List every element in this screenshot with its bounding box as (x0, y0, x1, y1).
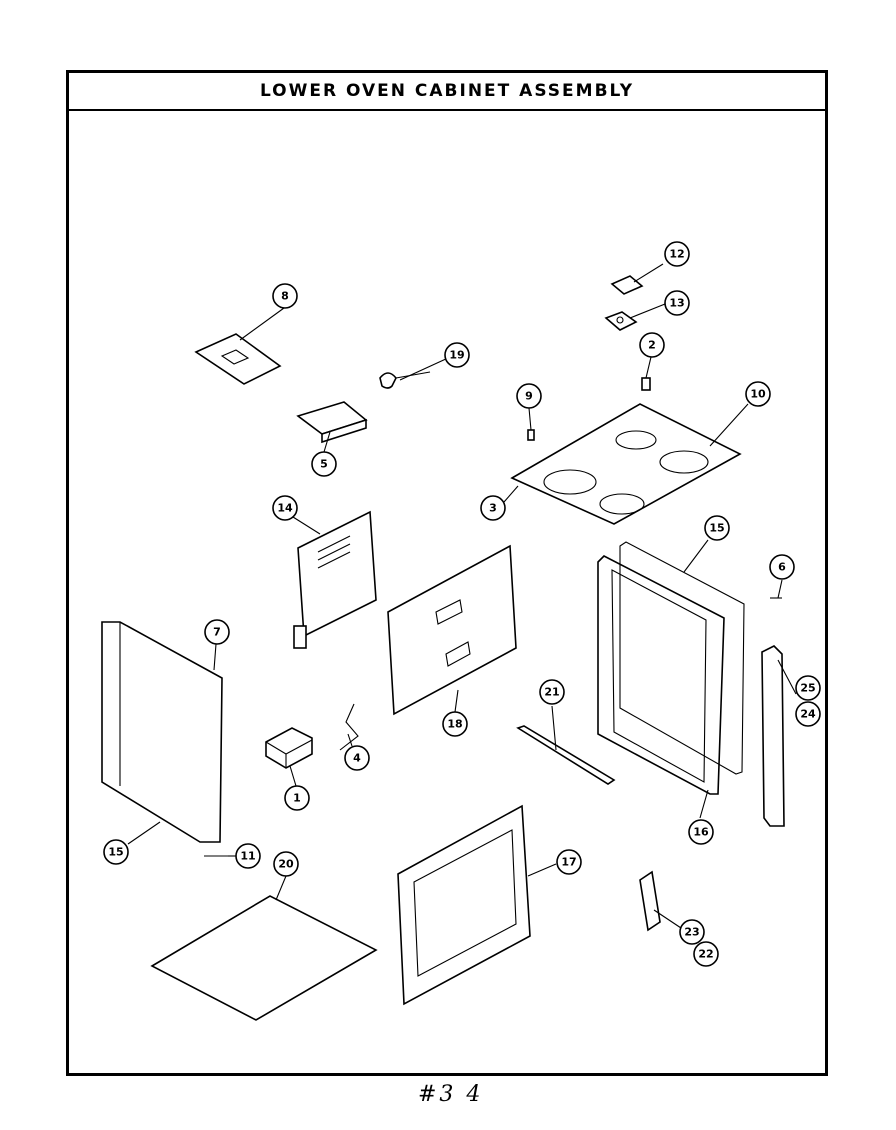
diagram-frame: LOWER OVEN CABINET ASSEMBLY (66, 70, 828, 1076)
diagram-title: LOWER OVEN CABINET ASSEMBLY (259, 81, 635, 101)
part-4-strap (339, 703, 359, 751)
callout-13: 13 (664, 290, 690, 316)
svg-text:5: 5 (320, 458, 328, 471)
callout-14: 14 (272, 495, 298, 521)
svg-text:18: 18 (447, 718, 462, 731)
callout-1: 1 (284, 785, 310, 811)
callout-8: 8 (272, 283, 298, 309)
callout-21: 21 (539, 679, 565, 705)
callout-15-left: 15 (103, 839, 129, 865)
part-16-frame (597, 555, 725, 795)
svg-text:23: 23 (684, 926, 699, 939)
callout-7: 7 (204, 619, 230, 645)
svg-text:19: 19 (449, 349, 464, 362)
part-19-bracket (379, 371, 431, 389)
svg-text:10: 10 (750, 388, 766, 401)
callout-9: 9 (516, 383, 542, 409)
title-bar: LOWER OVEN CABINET ASSEMBLY (69, 73, 825, 111)
callout-6: 6 (769, 554, 795, 580)
callout-19: 19 (444, 342, 470, 368)
svg-text:3: 3 (489, 502, 497, 515)
svg-text:14: 14 (277, 502, 293, 515)
svg-text:11: 11 (240, 850, 255, 863)
svg-text:15: 15 (108, 846, 123, 859)
part-8-plate (194, 333, 282, 385)
svg-text:12: 12 (669, 248, 684, 261)
part-13-clip (604, 311, 638, 331)
callout-15-right: 15 (704, 515, 730, 541)
svg-text:15: 15 (709, 522, 724, 535)
part-12-clip (610, 275, 644, 295)
svg-text:16: 16 (693, 826, 709, 839)
callout-10: 10 (745, 381, 771, 407)
part-21-strip (516, 725, 616, 785)
callout-5: 5 (311, 451, 337, 477)
svg-text:9: 9 (525, 390, 533, 403)
svg-text:24: 24 (800, 708, 816, 721)
part-20-bottom-panel (150, 895, 378, 1021)
svg-text:22: 22 (698, 948, 713, 961)
part-22-bracket (639, 870, 661, 932)
svg-text:21: 21 (544, 686, 559, 699)
callout-3: 3 (480, 495, 506, 521)
part-24-channel (761, 645, 785, 827)
part-14-back-bracket (293, 510, 377, 649)
callout-25: 25 (795, 675, 821, 701)
part-2-screw (641, 377, 651, 391)
part-5-bracket (296, 401, 368, 444)
callout-18: 18 (442, 711, 468, 737)
svg-text:2: 2 (648, 339, 656, 352)
callout-16: 16 (688, 819, 714, 845)
svg-text:1: 1 (293, 792, 301, 805)
svg-text:8: 8 (281, 290, 289, 303)
callout-11: 11 (235, 843, 261, 869)
svg-text:17: 17 (561, 856, 576, 869)
svg-text:20: 20 (278, 858, 294, 871)
part-1-block (265, 727, 313, 769)
callout-4: 4 (344, 745, 370, 771)
callout-22: 22 (693, 941, 719, 967)
svg-text:7: 7 (213, 626, 221, 639)
callout-12: 12 (664, 241, 690, 267)
svg-text:4: 4 (353, 752, 361, 765)
svg-text:13: 13 (669, 297, 684, 310)
part-15-frame (619, 541, 745, 775)
part-17-front-frame (397, 804, 531, 1006)
part-9-screw (527, 429, 535, 441)
leader-lines (127, 263, 797, 931)
callout-2: 2 (639, 332, 665, 358)
part-18-rear-panel (387, 544, 517, 716)
svg-text:25: 25 (800, 682, 815, 695)
callout-17: 17 (556, 849, 582, 875)
part-10-top-panel (510, 403, 742, 525)
part-15-side-panel (101, 621, 223, 843)
callout-24: 24 (795, 701, 821, 727)
svg-text:6: 6 (778, 561, 786, 574)
handwritten-page-note: #3 4 (418, 1082, 484, 1107)
callout-20: 20 (273, 851, 299, 877)
callout-23: 23 (679, 919, 705, 945)
